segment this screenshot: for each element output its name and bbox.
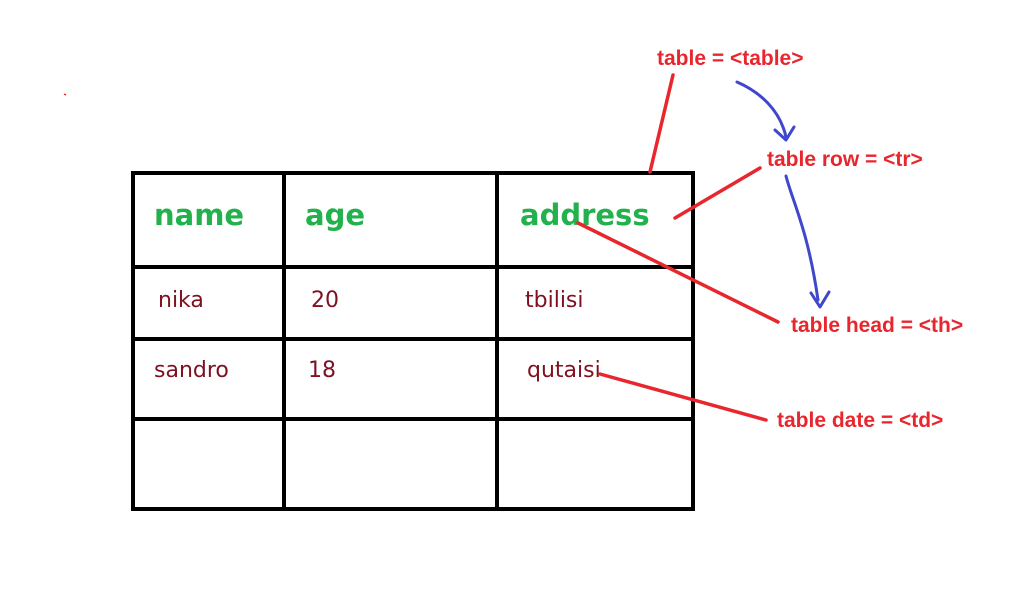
- column-divider: [282, 175, 286, 507]
- header-cell-name: name: [154, 198, 245, 232]
- column-divider: [495, 175, 499, 507]
- annotation-data: table date = <td>: [777, 409, 944, 432]
- flow-arrowhead-1: [773, 125, 796, 142]
- annotation-head: table head = <th>: [791, 314, 964, 337]
- header-cell-address: address: [520, 198, 650, 232]
- html-table-drawing: [131, 171, 695, 511]
- data-cell: qutaisi: [527, 358, 601, 383]
- row-divider: [135, 417, 691, 421]
- annotation-row: table row = <tr>: [767, 148, 923, 171]
- data-cell: sandro: [154, 358, 229, 383]
- stray-mark: [63, 93, 67, 96]
- row-divider: [135, 265, 691, 269]
- header-cell-age: age: [305, 198, 365, 232]
- data-cell: 20: [311, 288, 339, 313]
- flow-arrow-row-to-head: [784, 174, 820, 302]
- row-divider: [135, 337, 691, 341]
- data-cell: nika: [158, 288, 204, 313]
- flow-arrow-table-to-row: [735, 80, 788, 139]
- annotation-table: table = <table>: [657, 47, 804, 70]
- flow-arrowhead-2: [809, 290, 831, 309]
- data-cell: tbilisi: [525, 288, 584, 313]
- data-cell: 18: [308, 358, 336, 383]
- pointer-line-table: [648, 73, 675, 174]
